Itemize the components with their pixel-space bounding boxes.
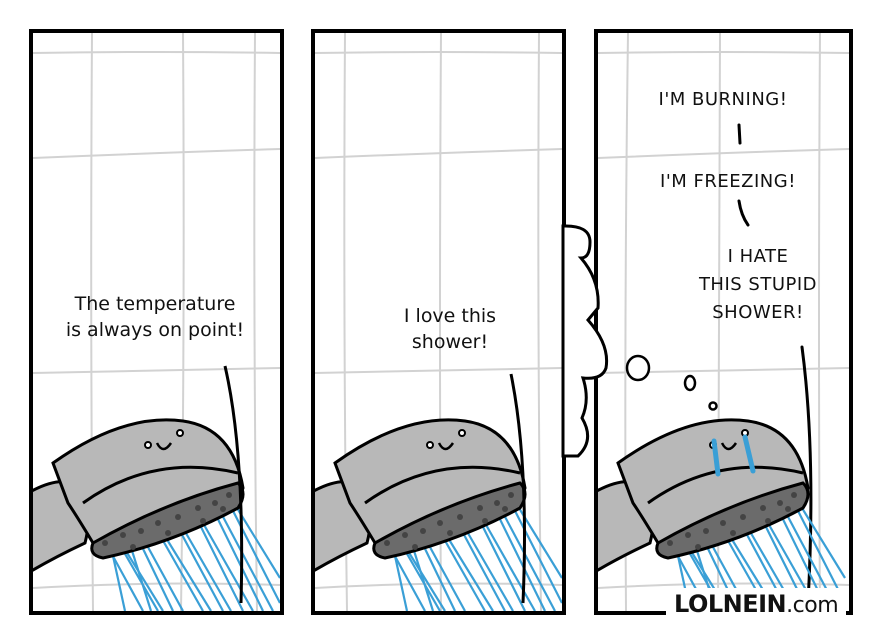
showerhead-smiling-icon (33, 365, 280, 611)
watermark-suffix: .com (786, 593, 839, 618)
speech-text: The temperature is always on point! (45, 291, 265, 343)
thought-bubbles-icon (625, 354, 718, 411)
panel-2: I love this shower! (311, 29, 566, 615)
connector-line-2 (737, 199, 750, 227)
showerhead-smiling-icon (315, 373, 562, 611)
speech-tail (800, 345, 813, 605)
panel-1: The temperature is always on point! (29, 29, 284, 615)
speech-text: I love this shower! (375, 303, 525, 355)
speech-tail (223, 365, 244, 604)
watermark-logo: LOLNEIN.com (666, 588, 847, 622)
thought-burning: I'M BURNING! (658, 89, 788, 110)
showerhead-crying-icon (598, 123, 849, 611)
speech-line-1: The temperature (74, 293, 236, 315)
thought-hate: I HATE THIS STUPID SHOWER! (698, 246, 818, 323)
connector-line-1 (737, 123, 742, 145)
speech-line-2: is always on point! (65, 319, 245, 341)
speech-line-1: I love this (403, 305, 497, 327)
tile-grid (33, 33, 280, 611)
tears-icon (711, 434, 756, 477)
speech-tail (509, 373, 526, 604)
panel-3: I'M BURNING! I'M FREEZING! I HATE THIS S… (594, 29, 853, 615)
watermark-brand: LOLNEIN (674, 590, 787, 618)
speech-line-2: shower! (411, 331, 489, 353)
thought-freezing: I'M FREEZING! (660, 171, 796, 192)
